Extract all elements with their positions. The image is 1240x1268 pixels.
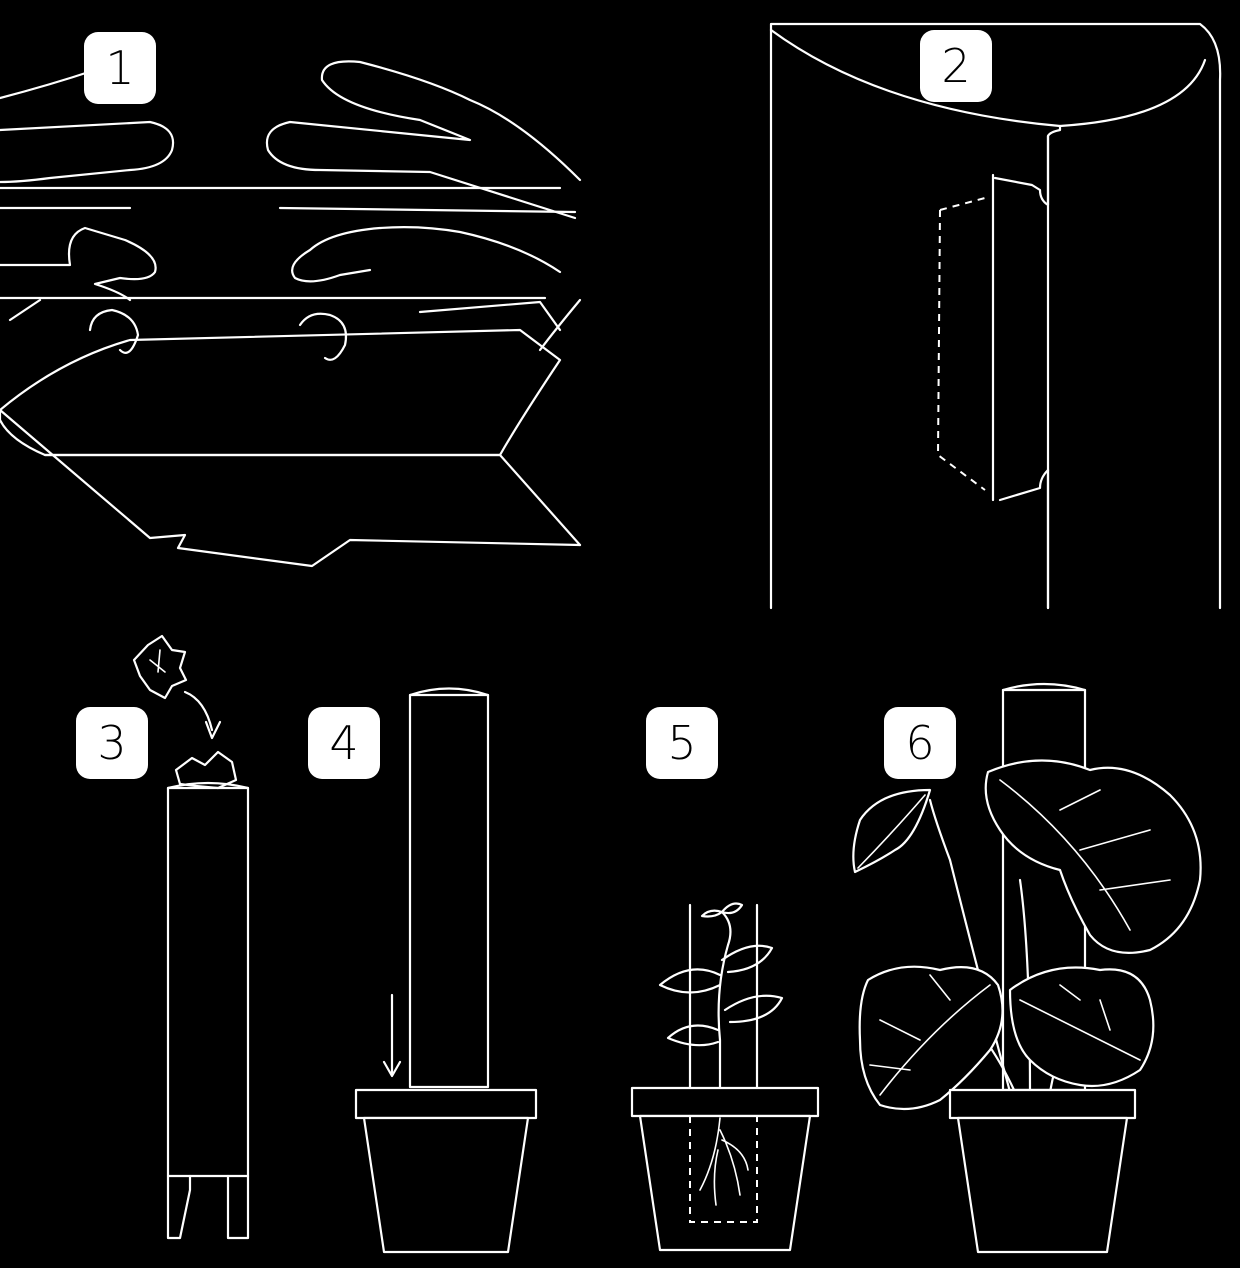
step-6-badge: 6: [884, 707, 956, 779]
step-2-badge: 2: [920, 30, 992, 102]
step-3-badge: 3: [76, 707, 148, 779]
step6-illustration: [852, 682, 1202, 1254]
step-1-badge: 1: [84, 32, 156, 104]
step3-illustration: [132, 634, 250, 1240]
step4-illustration: [354, 687, 538, 1254]
step5-illustration: [630, 902, 820, 1252]
step2-illustration: [769, 22, 1222, 610]
step-5-badge: 5: [646, 707, 718, 779]
step1-illustration: [0, 60, 582, 568]
step-4-badge: 4: [308, 707, 380, 779]
